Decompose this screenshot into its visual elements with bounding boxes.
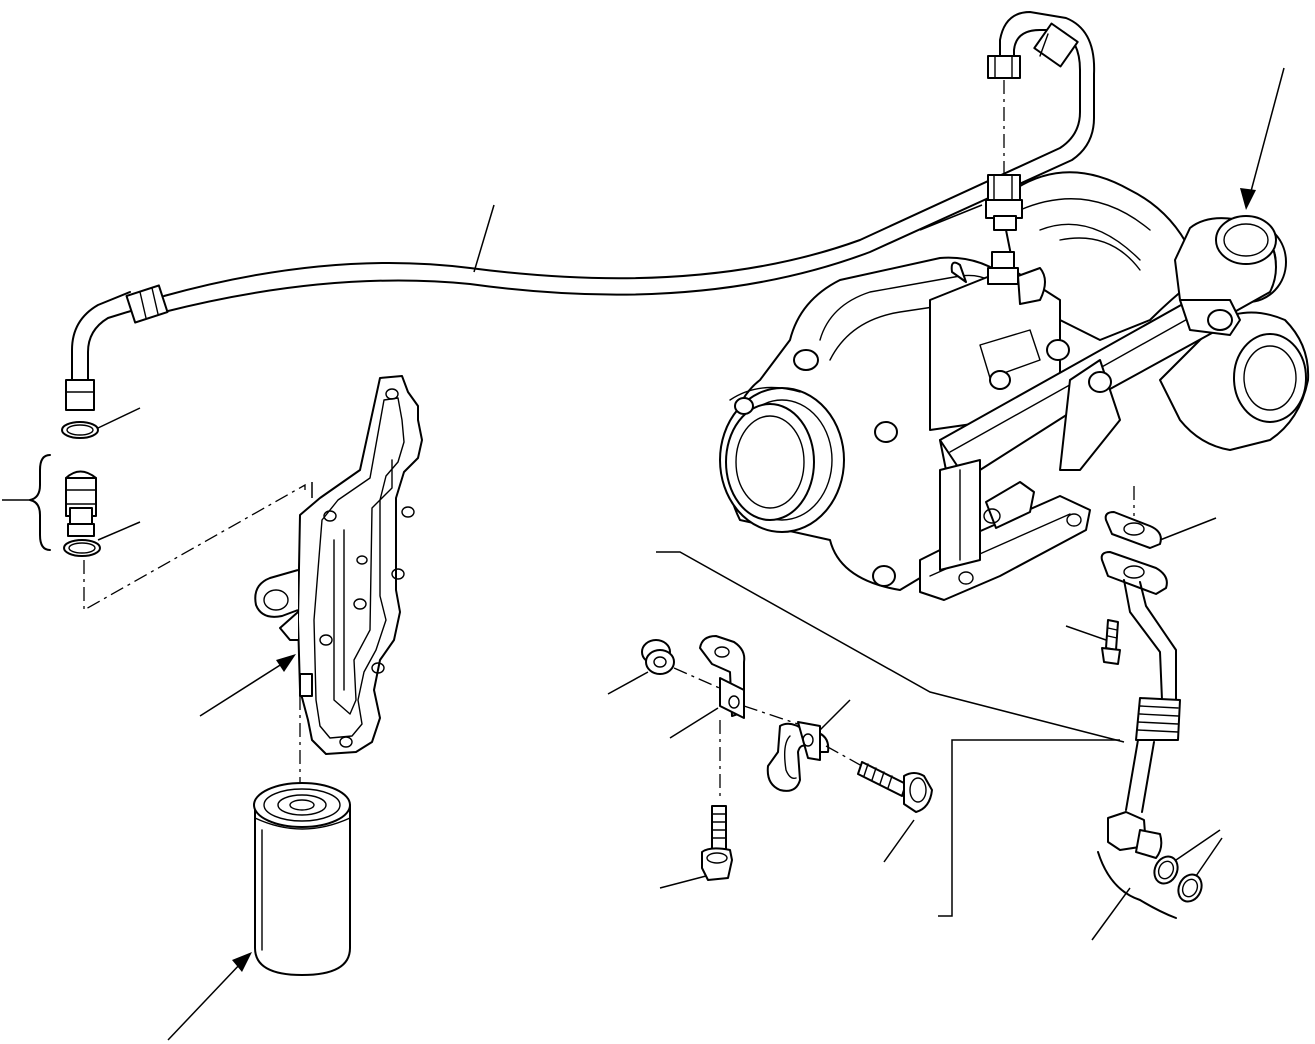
pointer-arrow-filter-cartridge xyxy=(167,952,252,1041)
adapter-fitting-group xyxy=(61,421,101,557)
mounting-bracket xyxy=(699,635,746,719)
pointer-arrow-turbocharger xyxy=(1240,67,1285,210)
flange-bolt xyxy=(1101,619,1121,665)
pointer-arrow-filter-head xyxy=(199,654,296,717)
turbocharger xyxy=(719,171,1310,601)
oil-supply-pipe xyxy=(65,11,1096,411)
engine-block-break-line xyxy=(1097,851,1177,919)
group-brace xyxy=(29,454,51,551)
clamp-bolt xyxy=(857,761,933,813)
oil-drain-tube xyxy=(1100,551,1181,859)
clamp-nut xyxy=(641,639,675,675)
hose-clamp xyxy=(766,721,830,792)
bracket-bolt xyxy=(701,805,733,881)
filter-head xyxy=(254,375,423,755)
oil-filter-cartridge xyxy=(253,782,351,976)
o-ring xyxy=(1177,873,1203,903)
alignment-line-adapter xyxy=(83,483,306,612)
drain-gasket xyxy=(1104,511,1162,549)
